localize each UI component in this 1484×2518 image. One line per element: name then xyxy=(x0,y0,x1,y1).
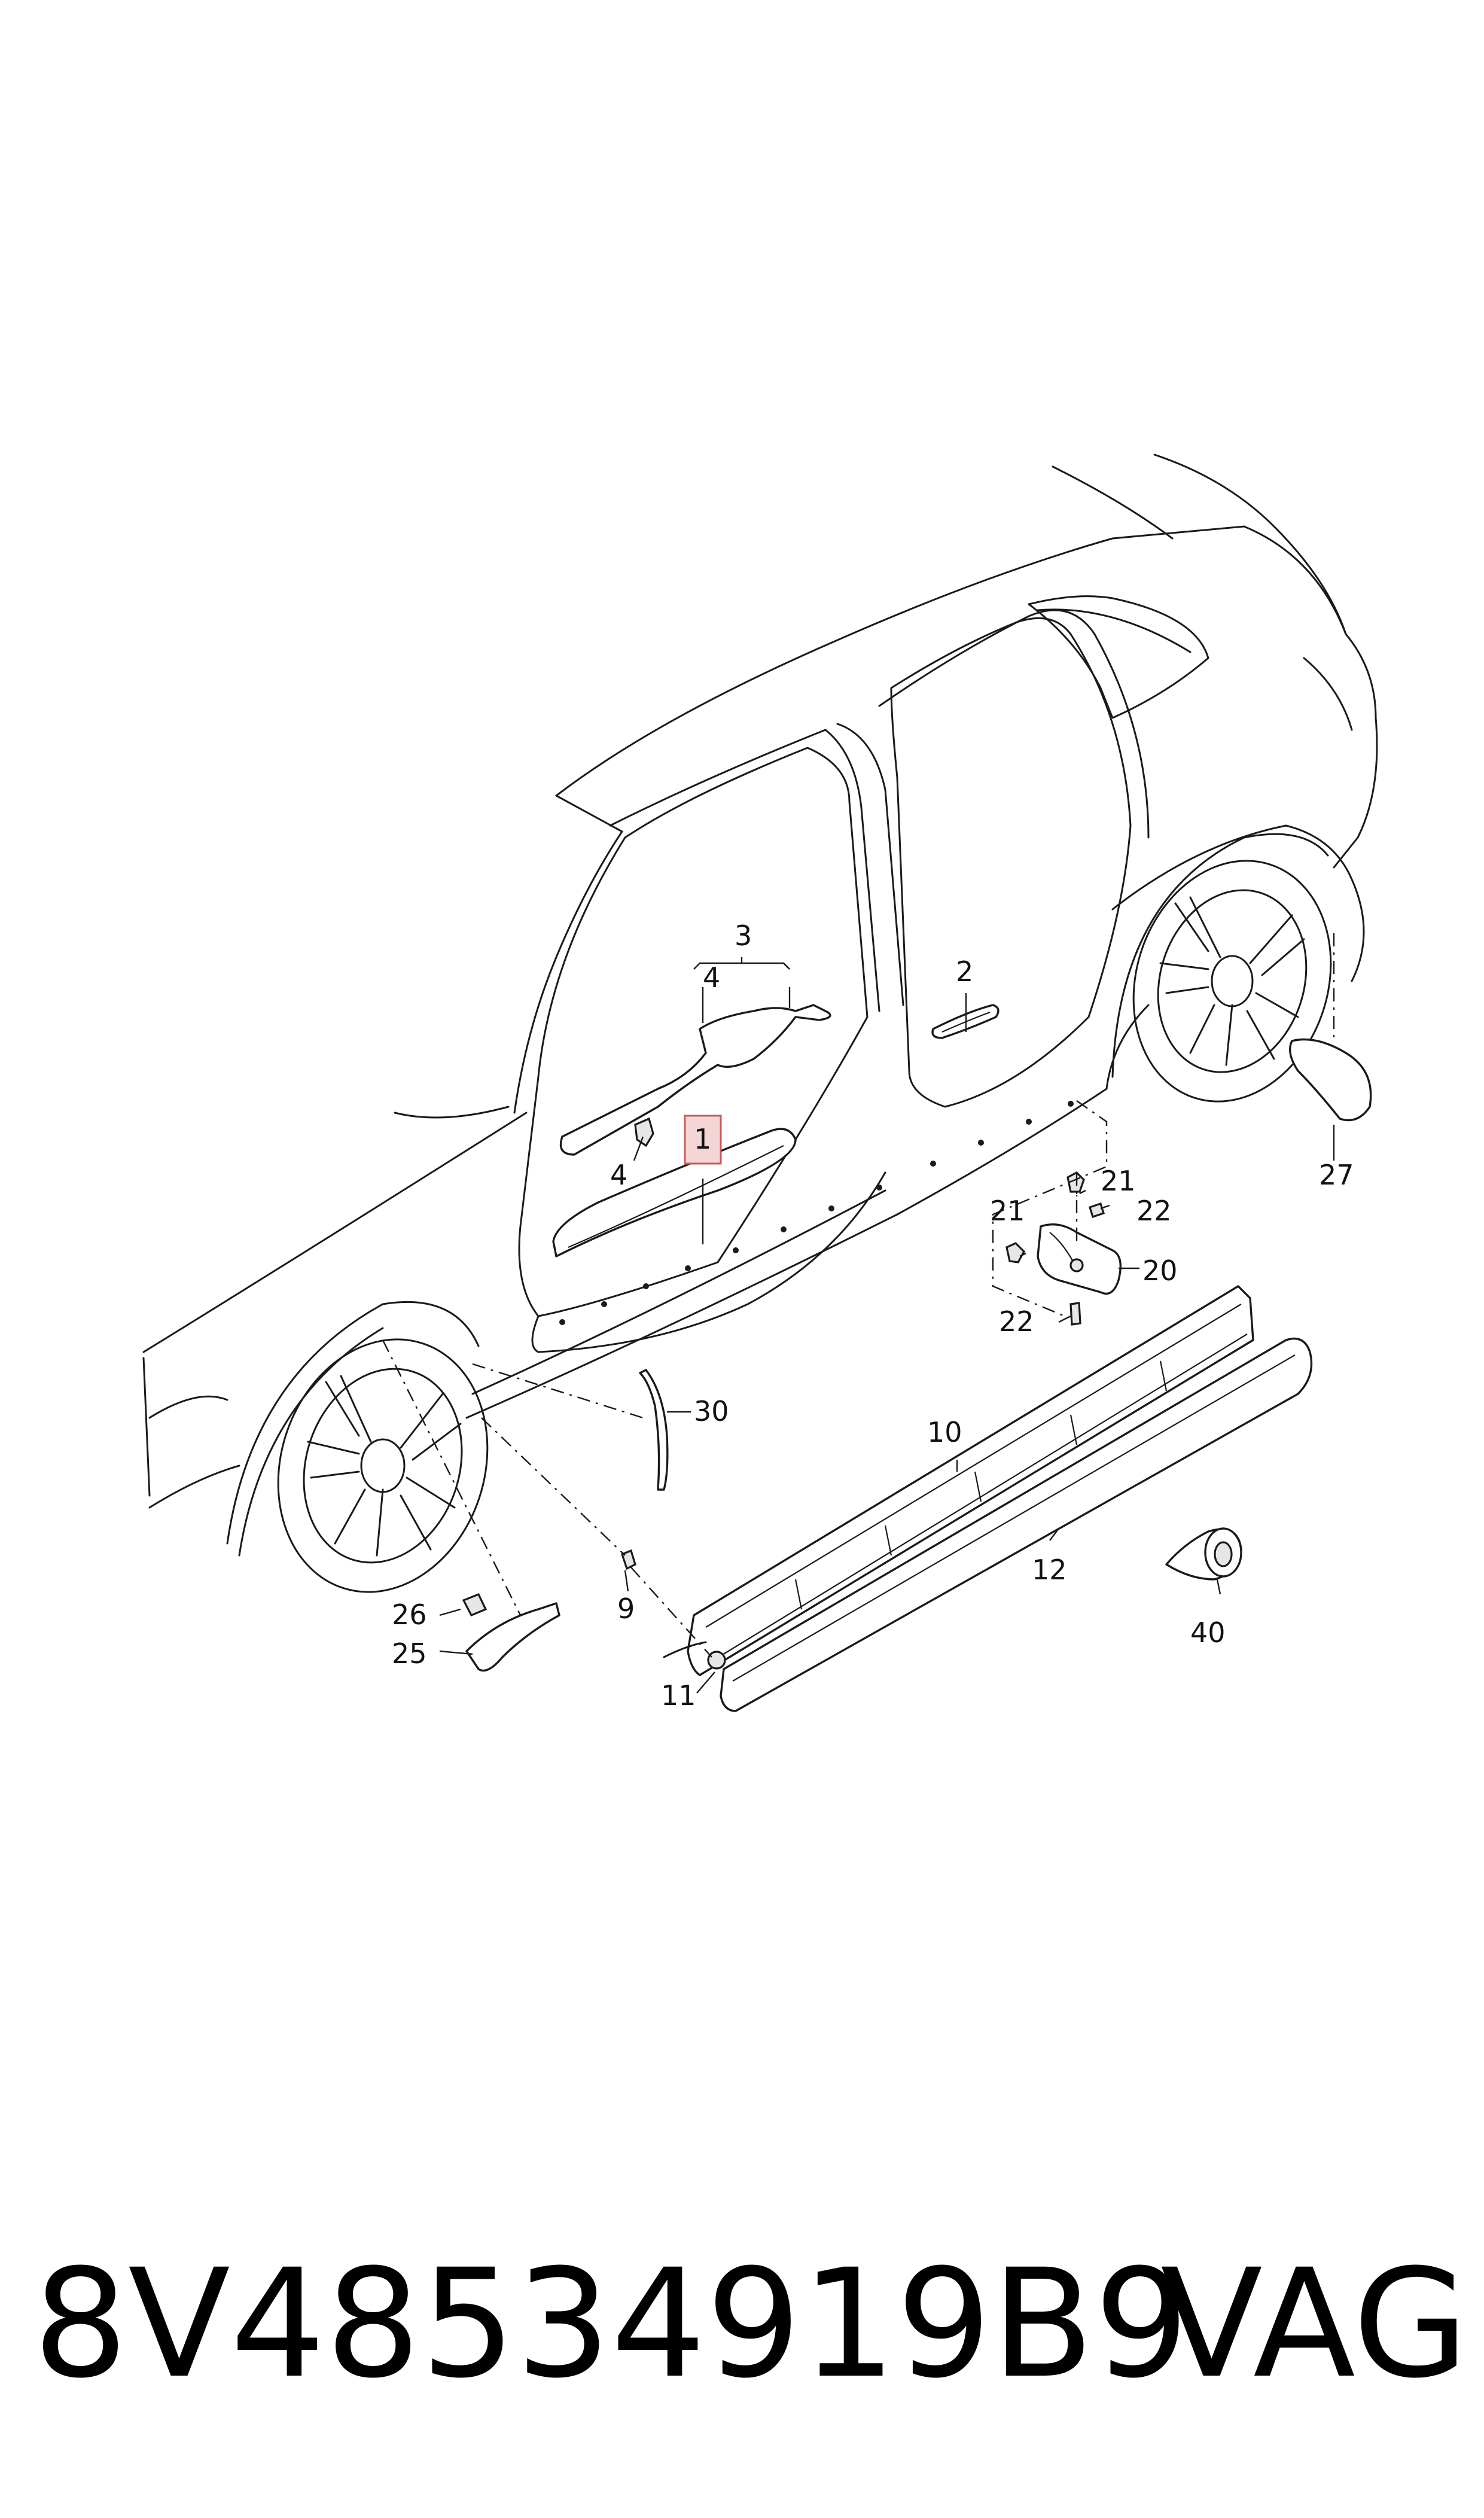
callout-11: 11 xyxy=(661,1679,696,1712)
part-22-screw-top xyxy=(1089,1202,1105,1219)
part-4-clip xyxy=(634,1117,654,1147)
highlight-box-part-1 xyxy=(684,1115,722,1165)
part-25-wheel-arch-trim xyxy=(465,1602,560,1672)
part-9-tab xyxy=(663,1641,707,1658)
callout-20: 20 xyxy=(1142,1255,1178,1287)
callout-40: 40 xyxy=(1190,1616,1226,1649)
callout-4-lower: 4 xyxy=(610,1159,627,1191)
part-40-tape-roll xyxy=(1165,1527,1242,1581)
callout-25: 25 xyxy=(392,1637,427,1670)
rear-wheel xyxy=(1111,833,1332,1103)
part-22-screw-bottom xyxy=(1069,1302,1081,1326)
callout-3: 3 xyxy=(735,919,752,952)
callout-12: 12 xyxy=(1032,1554,1067,1586)
part-11-clip xyxy=(707,1651,726,1670)
car-body-outline xyxy=(142,453,1378,1509)
part-26-clip xyxy=(462,1593,487,1617)
dashed-assembly-lines xyxy=(382,933,1335,1658)
callout-9: 9 xyxy=(617,1593,635,1625)
callout-30: 30 xyxy=(694,1395,729,1427)
callout-22-bottom: 22 xyxy=(999,1305,1034,1338)
part-10-side-skirt-carrier xyxy=(687,1285,1254,1676)
callout-1: 1 xyxy=(694,1123,711,1155)
brand-label: VAG xyxy=(1160,2237,1469,2411)
callout-4-upper: 4 xyxy=(703,961,720,994)
part-9-clip xyxy=(621,1549,636,1570)
part-12-side-skirt xyxy=(720,1337,1313,1712)
part-1-sill-trim xyxy=(552,1128,797,1258)
callout-2: 2 xyxy=(956,955,973,988)
part-3-sill-cover xyxy=(559,1004,831,1156)
front-wheel xyxy=(226,1301,489,1593)
part-number: 8V48534919B9 xyxy=(33,2237,1190,2411)
part-20-bracket xyxy=(1037,1223,1122,1295)
callout-27: 27 xyxy=(1319,1159,1354,1191)
part-27-mud-flap xyxy=(1289,1038,1372,1122)
callout-22-top: 22 xyxy=(1136,1195,1172,1227)
part-21-nut-left xyxy=(1005,1242,1025,1263)
callout-26: 26 xyxy=(392,1599,427,1631)
footer: 8V48534919B9 VAG xyxy=(0,2225,1484,2423)
callout-labels: 1 2 3 4 4 9 10 11 12 20 21 21 22 22 25 2… xyxy=(392,919,1354,1712)
callout-21-left: 21 xyxy=(990,1195,1025,1227)
callout-10: 10 xyxy=(927,1416,962,1448)
sill-fastener-dots xyxy=(559,1101,1074,1325)
callout-21-top: 21 xyxy=(1101,1165,1136,1197)
leader-lines xyxy=(439,957,1335,1694)
part-30-arch-trim xyxy=(639,1369,669,1491)
